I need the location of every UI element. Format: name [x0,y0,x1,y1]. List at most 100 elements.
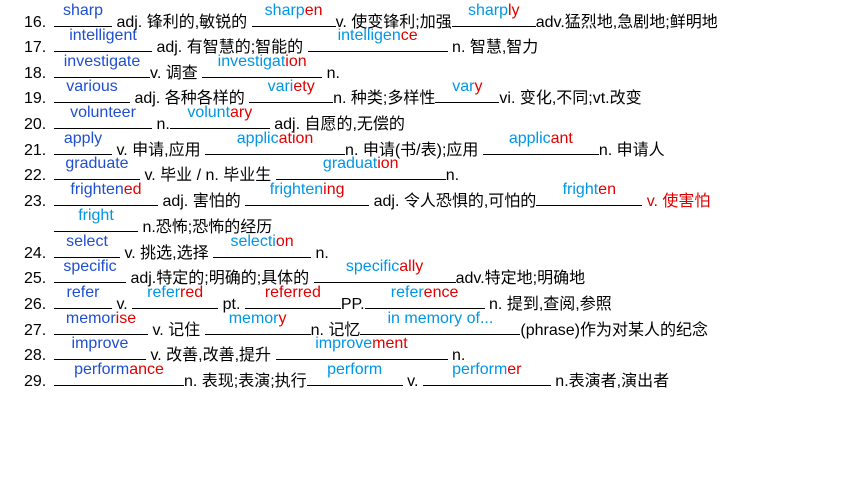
item-number: 29. [24,373,47,390]
answer-stem: frighten [269,181,324,198]
answer-text: variety [249,77,333,97]
answer-suffix: ence [423,284,459,301]
answer-blank: improvement [275,335,448,360]
answer-blank: investigation [202,53,323,78]
worksheet-line: 17.intelligent adj. 有智慧的;智能的 intelligenc… [24,27,538,57]
answer-stem: improve [315,335,373,352]
answer-blank: fright [54,207,138,232]
item-number: 27. [24,322,47,339]
definition-text: n.表演者,演出者 [550,373,670,390]
answer-stem: perform [452,361,508,378]
answer-suffix: ing [323,181,345,198]
answer-text: fright [54,206,138,226]
item-number: 17. [24,39,47,56]
answer-blank: performer [422,361,551,386]
definition-text: n. [152,116,170,133]
answer-stem: specific [63,258,117,275]
answer-stem: in memory of... [387,310,494,327]
answer-blank: frighten [536,181,643,206]
answer-text: voluntary [170,103,270,123]
worksheet-line: 23.frightened adj. 害怕的 frightening adj. … [24,181,710,211]
answer-suffix: ety [293,78,315,95]
answer-blank: apply [54,130,112,155]
definition-text: adj.特定的;明确的;具体的 [126,270,314,287]
answer-suffix: ed [123,181,142,198]
answer-stem: refer [147,284,181,301]
answer-text: investigate [54,52,150,72]
answer-stem: selecti [230,233,276,250]
answer-blank: graduate [54,155,140,180]
answer-blank: frightening [245,181,370,206]
answer-stem: intelligen [337,27,401,44]
answer-text: application [205,129,345,149]
answer-stem: applic [508,130,551,147]
answer-text: improve [54,334,146,354]
answer-stem: perform [74,361,130,378]
definition-text: adj. 害怕的 [158,193,246,210]
definition-text: adj. 令人恐惧的,可怕的 [369,193,537,210]
item-number: 18. [24,65,47,82]
definition-text: n.恐怖;恐怖的经历 [138,219,273,236]
answer-text: sharp [54,1,112,21]
answer-blank: various [54,78,130,103]
answer-suffix: y [278,310,287,327]
answer-suffix: ion [285,53,307,70]
worksheet-line: 28.improve v. 改善,改善,提升 improvement n. [24,335,466,365]
answer-text: improvement [276,334,448,354]
answer-blank: vary [435,78,500,103]
answer-stem: apply [63,130,103,147]
answer-stem: investigat [217,53,286,70]
item-number: 20. [24,116,47,133]
answer-blank: specifically [313,258,456,283]
answer-text: applicant [483,129,599,149]
answer-text: specific [54,257,126,277]
answer-blank: memory [204,310,311,335]
definition-text: n. 提到,查阅,参照 [484,296,612,313]
definition-text: adj. 锋利的,敏锐的 [112,14,252,31]
answer-suffix: en [304,2,323,19]
item-number: 28. [24,347,47,364]
answer-text: memorise [54,309,148,329]
answer-text: perform [307,360,403,380]
answer-text: performer [423,360,551,380]
answer-text: specifically [314,257,456,277]
answer-stem: graduate [65,155,129,172]
answer-stem: graduat [322,155,378,172]
definition-text: v. 毕业 / n. 毕业生 [140,167,276,184]
answer-stem: frighten [70,181,124,198]
definition-text: v. 挑选,选择 [120,245,214,262]
answer-text: performance [54,360,184,380]
answer-text: intelligence [308,26,448,46]
answer-text: select [54,232,120,252]
answer-text: in memory of... [360,309,520,329]
answer-text: graduation [276,154,446,174]
answer-stem: various [66,78,118,95]
answer-text: frightening [245,180,369,200]
answer-stem: sharp [62,2,104,19]
answer-suffix: ary [230,104,253,121]
answer-text: intelligent [54,26,152,46]
answer-suffix: ation [278,130,314,147]
definition-text: n. [447,347,466,364]
answer-stem: vari [267,78,294,95]
answer-suffix: en [598,181,616,198]
item-number: 25. [24,270,47,287]
answer-blank: intelligence [307,27,448,52]
definition-text: adj. 各种各样的 [130,90,250,107]
answer-suffix: ise [115,310,137,327]
answer-text: volunteer [54,103,152,123]
answer-stem: volunt [187,104,231,121]
answer-blank: referred [244,284,341,309]
definition-text: n. 记忆 [310,322,361,339]
answer-stem: specific [345,258,400,275]
answer-text: graduate [54,154,140,174]
answer-blank: selection [213,233,312,258]
answer-stem: refer [390,284,424,301]
answer-stem: volunteer [70,104,136,121]
answer-suffix: ally [399,258,424,275]
answer-stem: sharp [467,2,508,19]
answer-text: reference [365,283,485,303]
